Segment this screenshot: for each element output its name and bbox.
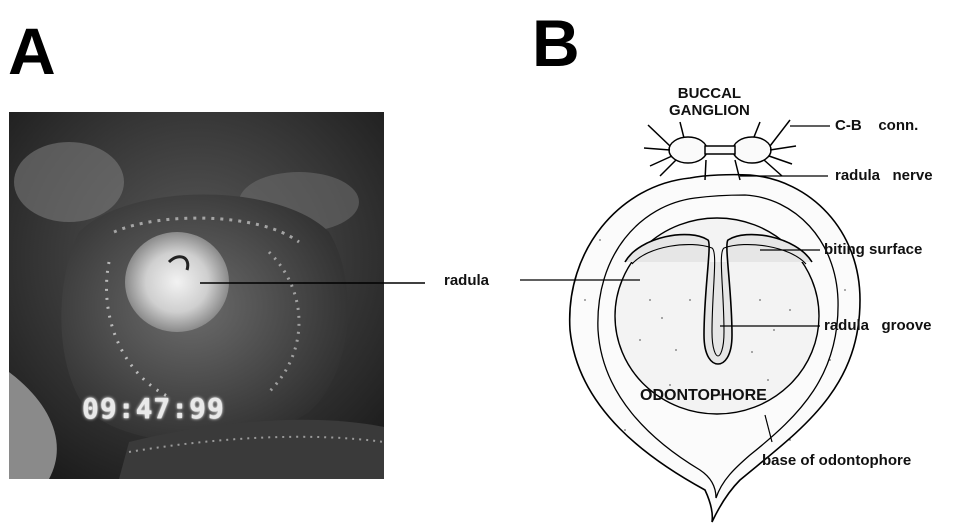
label-base-of-odontophore: base of odontophore — [762, 452, 911, 469]
label-odontophore: ODONTOPHORE — [640, 387, 767, 405]
label-buccal-ganglion: BUCCAL GANGLION — [669, 85, 750, 119]
buccal-ganglion-drawing — [644, 120, 796, 180]
label-radula: radula — [444, 272, 489, 289]
label-biting-surface: biting surface — [824, 241, 922, 258]
label-radula-groove: radula groove — [824, 317, 932, 334]
label-cb-conn: C-B conn. — [835, 117, 918, 134]
label-radula-nerve: radula nerve — [835, 167, 933, 184]
